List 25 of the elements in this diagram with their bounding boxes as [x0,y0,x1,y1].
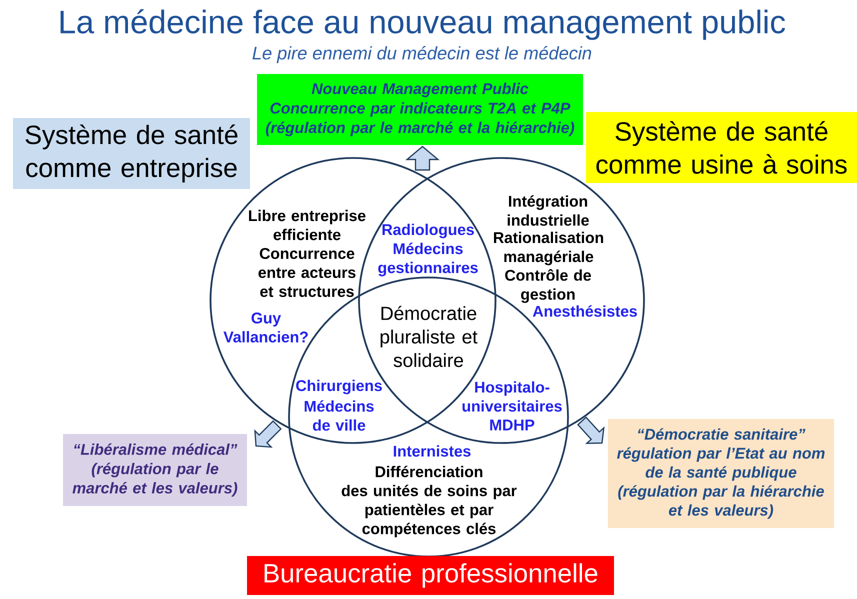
venn-text: Intégration industrielle [508,195,589,226]
venn-label: Anesthésistes [532,305,637,317]
title: La médecine face au nouveau management public [60,9,786,40]
venn-label: Médecins gestionnaires [378,242,478,276]
callout-box: “Démocratie sanitaire” régulation par l’Etat au nom de la santé publique (régulation par la hiérarchie et les valeurs) [608,419,834,528]
venn-label: Radiologues [382,224,474,238]
venn-label: Internistes [394,445,471,457]
venn-text: Contrôle de gestion [505,269,591,303]
venn-text: Concurrence entre acteurs et structures [258,248,356,297]
venn-label: Hospitalo-universitaires [462,381,562,412]
heading-box: Système de santé comme usine à soins [586,112,857,183]
heading-box: Système de santé comme entreprise [13,118,250,189]
venn-label: Chirurgiens [296,380,382,394]
callout-box: “Libéralisme médical” (régulation par le marché et les valeurs) [63,434,247,506]
block-arrow [405,146,440,171]
venn-label: Médecins de ville [304,400,374,431]
venn-label: Guy Vallancien? [223,312,308,342]
venn-text: Différenciation des unités de soins par patientèles et par compétences clés [342,466,517,538]
venn-text: Rationalisation managériale [494,232,604,266]
center-label: Démocratie pluraliste et solidaire [380,306,478,368]
callout-box: Nouveau Management Public Concurrence par indicateurs T2A et P4P (régulation par le marché et la hiérarchie) [257,74,583,145]
venn-text: Libre entreprise efficiente [249,210,366,240]
subtitle: Le pire ennemi du médecin est le médecin [252,46,592,64]
heading-box: Bureaucratie professionnelle [247,556,614,595]
venn-label: MDHP [490,420,534,430]
